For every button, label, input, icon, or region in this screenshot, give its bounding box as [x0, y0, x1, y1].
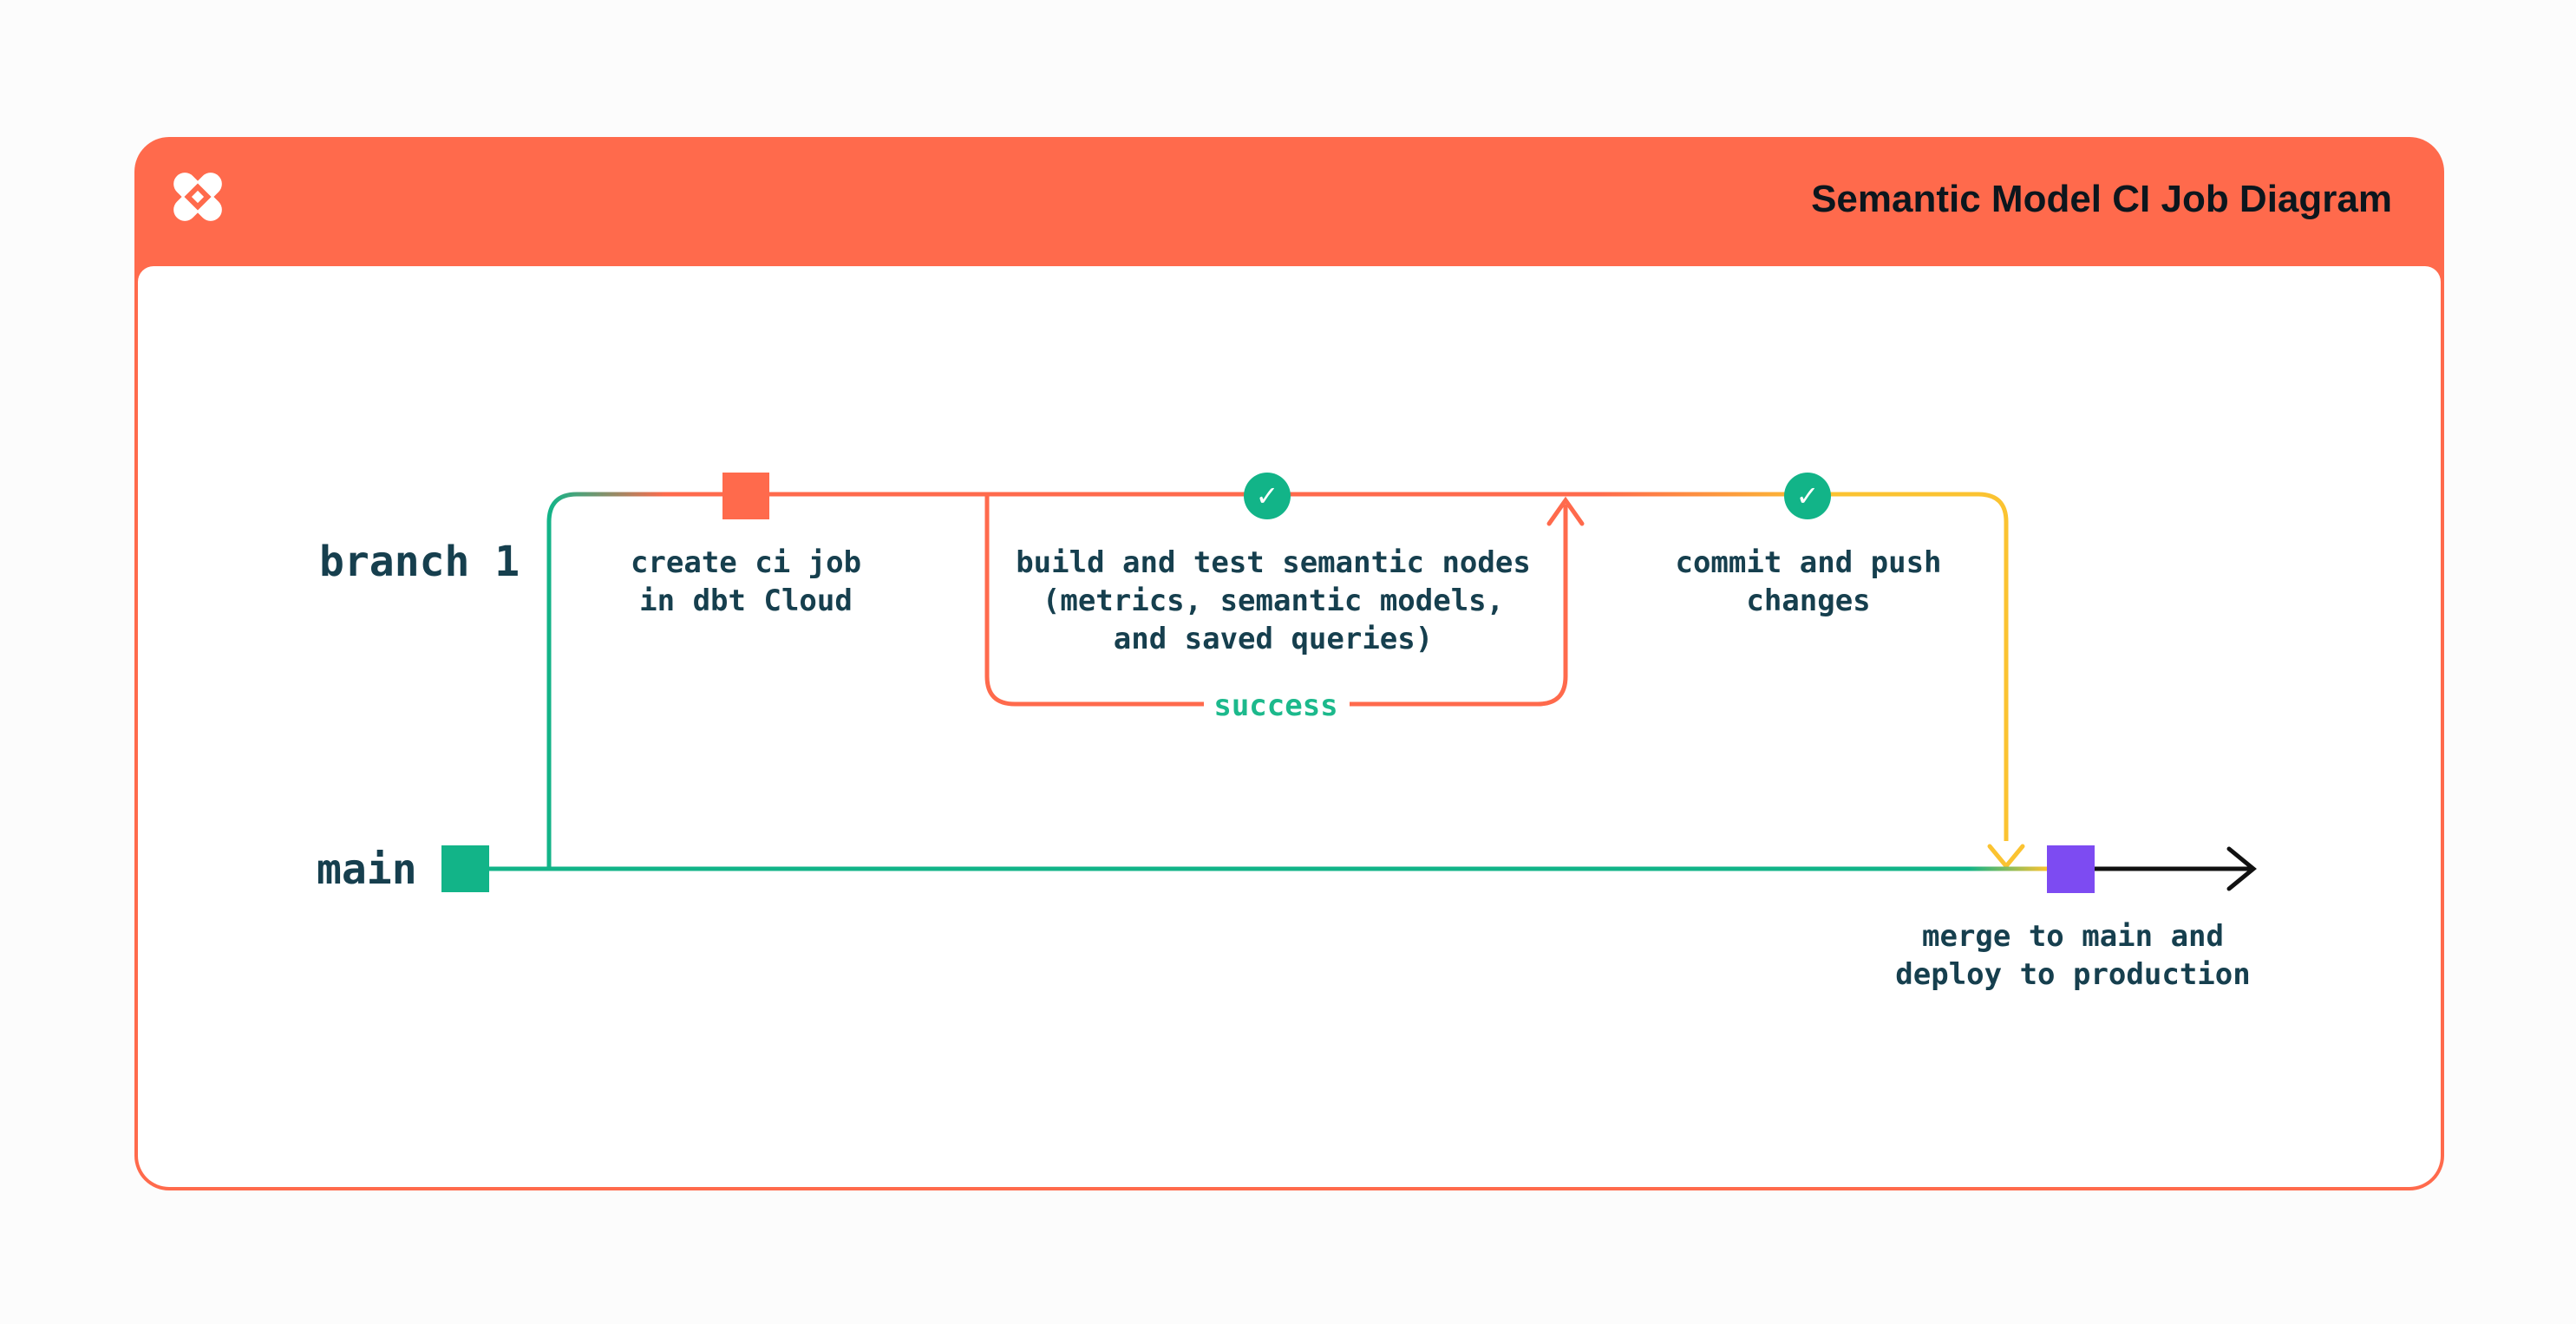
check-icon: ✓ [1255, 479, 1279, 512]
build-test-label: build and test semantic nodes(metrics, s… [1016, 545, 1531, 656]
check-icon: ✓ [1795, 479, 1820, 512]
merge-commit-node [2047, 845, 2095, 893]
create-ci-commit-node [722, 473, 769, 519]
commit-push-success-check: ✓ [1784, 473, 1831, 519]
branch1-label: branch 1 [319, 538, 520, 586]
diagram-card [134, 137, 2444, 1190]
build-test-success-check: ✓ [1244, 473, 1291, 519]
main-label: main [317, 845, 417, 894]
success-annotation: success [1213, 688, 1338, 723]
diagram-title: Semantic Model CI Job Diagram [1811, 178, 2392, 220]
dbt-logo-icon [163, 162, 232, 232]
diagram-canvas [138, 266, 2441, 1187]
main-start-commit-node [441, 845, 489, 892]
